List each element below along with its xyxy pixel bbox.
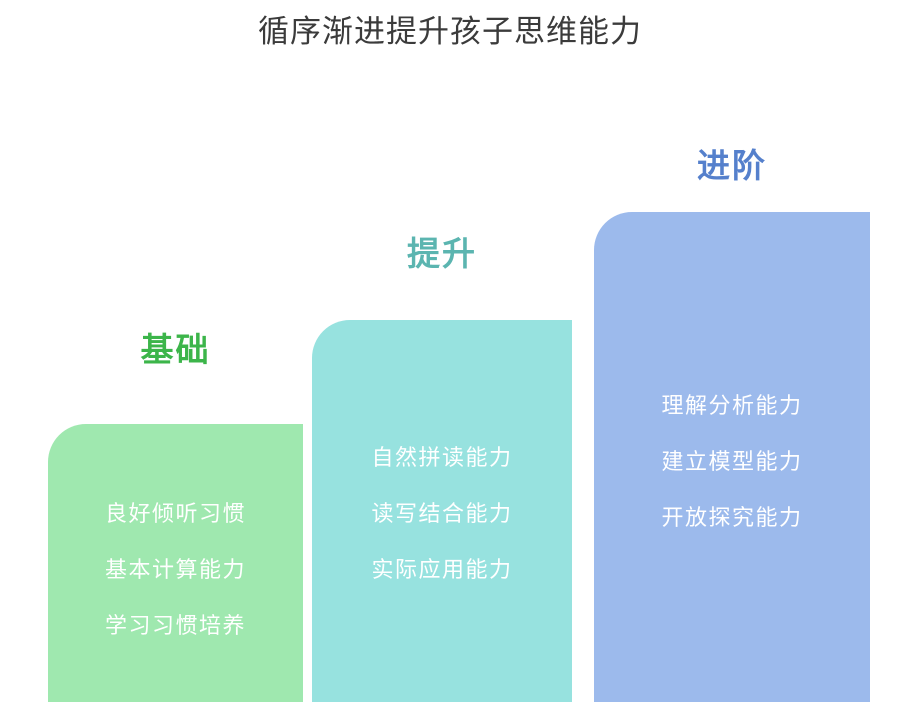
list-item: 建立模型能力	[661, 449, 803, 474]
stage-items-improve: 自然拼读能力 读写结合能力 实际应用能力	[312, 430, 572, 598]
list-item: 学习习惯培养	[104, 613, 246, 638]
list-item: 实际应用能力	[371, 557, 513, 582]
list-item: 良好倾听习惯	[104, 501, 246, 526]
page-title: 循序渐进提升孩子思维能力	[258, 14, 642, 49]
stage-column-improve[interactable]: 自然拼读能力 读写结合能力 实际应用能力	[312, 320, 572, 702]
stage-column-basic[interactable]: 良好倾听习惯 基本计算能力 学习习惯培养	[48, 424, 303, 702]
stage-items-basic: 良好倾听习惯 基本计算能力 学习习惯培养	[48, 486, 303, 654]
stage-label-improve: 提升	[407, 235, 477, 272]
stage-column-advanced-fill	[594, 212, 870, 702]
stage-column-advanced[interactable]: 理解分析能力 建立模型能力 开放探究能力	[594, 212, 870, 702]
stage-items-advanced: 理解分析能力 建立模型能力 开放探究能力	[594, 378, 870, 546]
list-item: 读写结合能力	[371, 501, 513, 526]
stage-label-basic: 基础	[140, 331, 211, 368]
list-item: 基本计算能力	[104, 557, 246, 582]
list-item: 理解分析能力	[661, 393, 803, 418]
list-item: 开放探究能力	[661, 505, 803, 530]
stage-column-improve-fill	[312, 320, 572, 702]
list-item: 自然拼读能力	[371, 445, 513, 470]
stage-column-basic-fill	[48, 424, 303, 702]
stage-label-advanced: 进阶	[697, 147, 767, 184]
